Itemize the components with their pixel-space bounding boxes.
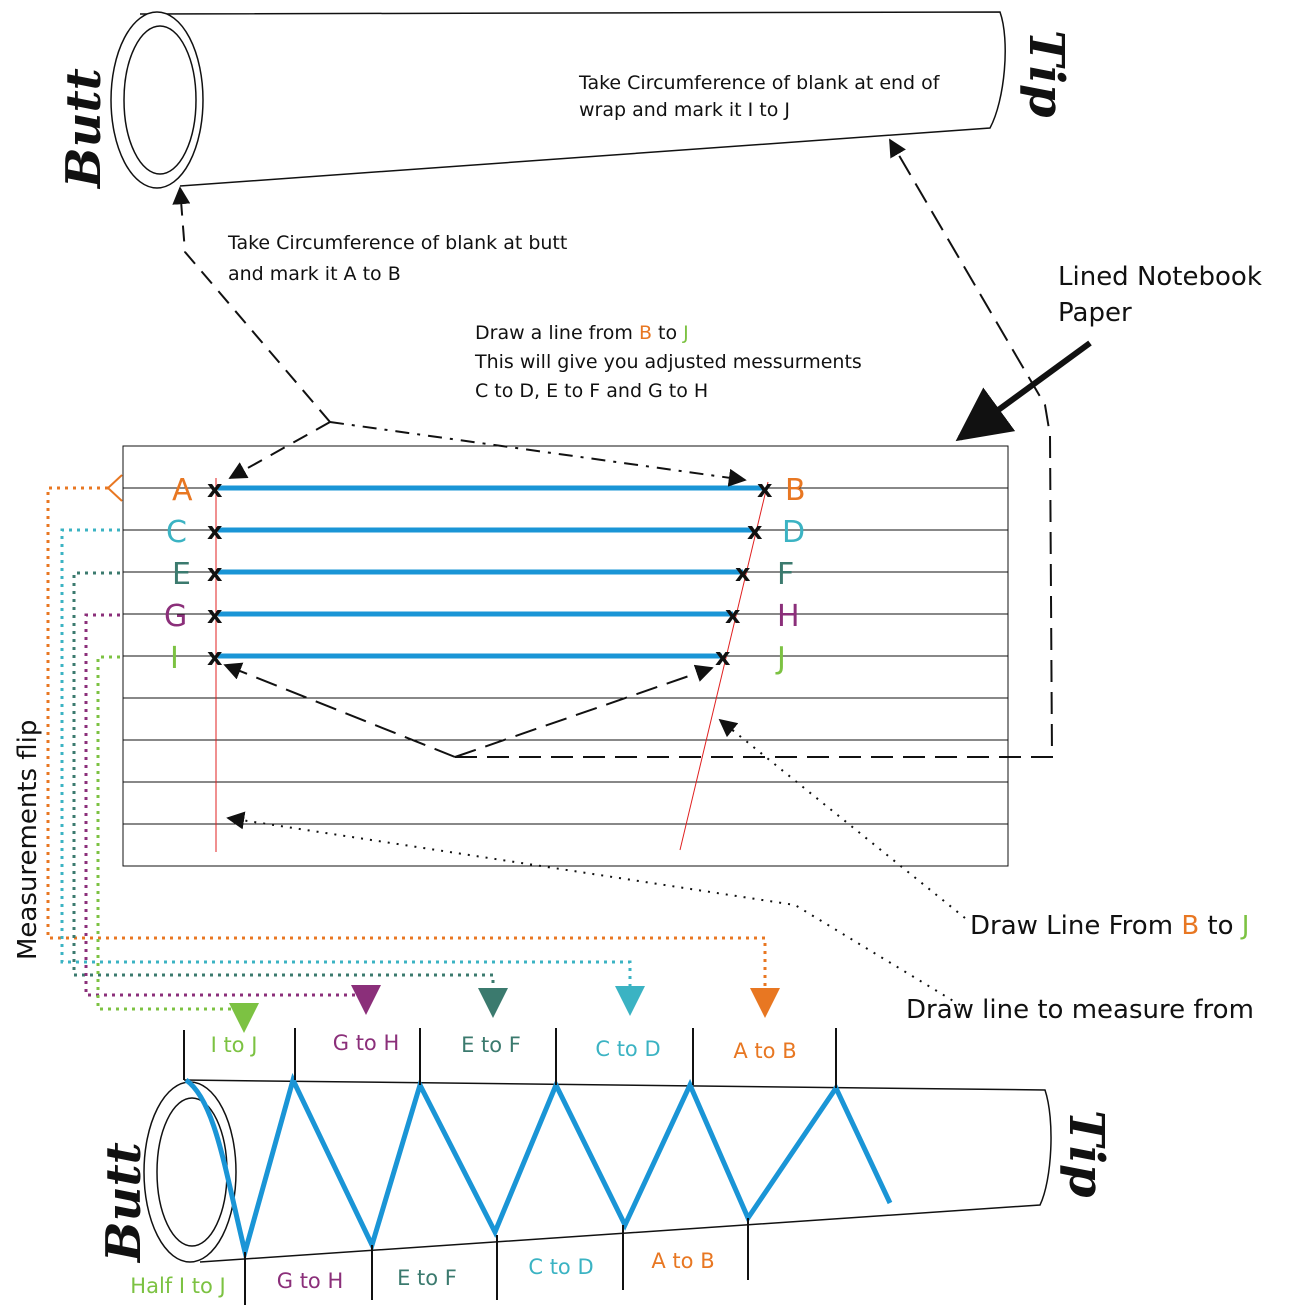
draw-note-line1: Draw a line from B to J — [475, 322, 689, 344]
x-mark-b: x — [757, 475, 773, 503]
row-letter-h: H — [777, 599, 800, 634]
row-letter-e: E — [172, 557, 191, 592]
top-label-a-b: A to B — [733, 1039, 796, 1063]
arrow-to-top-tip — [455, 138, 1054, 758]
arrow-bj-line — [718, 718, 966, 919]
row-letter-a: A — [172, 473, 193, 508]
arrow-to-a — [228, 421, 331, 479]
tip-note-line1: Take Circumference of blank at end of — [578, 72, 941, 94]
arrow-to-b — [329, 421, 747, 487]
top-label-e-f: E to F — [461, 1033, 521, 1057]
butt-note-line1: Take Circumference of blank at butt — [227, 232, 567, 254]
x-mark-c: x — [207, 517, 223, 545]
paper-pointer-arrow — [955, 340, 1092, 442]
top-blank — [110, 11, 1006, 189]
bottom-label-a-b: A to B — [651, 1249, 714, 1273]
paper-label-line2: Paper — [1058, 298, 1132, 328]
row-letter-i: I — [170, 641, 179, 676]
draw-line-measure-label: Draw line to measure from — [906, 995, 1254, 1025]
flip-line-c-d — [60, 528, 645, 1016]
x-mark-i: x — [207, 643, 223, 671]
bottom-label-half-i-j: Half I to J — [130, 1274, 225, 1298]
measurements-flip-label: Measurements flip — [13, 720, 43, 960]
top-label-i-j: I to J — [211, 1033, 258, 1057]
orange-bracket — [106, 474, 123, 502]
x-mark-j: x — [715, 643, 731, 671]
arrow-measure-line — [226, 811, 961, 1006]
bottom-label-c-d: C to D — [528, 1255, 593, 1279]
bj-red-line — [679, 481, 769, 851]
draw-line-bj-label: Draw Line From B to J — [970, 911, 1249, 941]
top-label-c-d: C to D — [595, 1037, 660, 1061]
flip-line-e-f — [72, 571, 508, 1018]
row-letter-b: B — [785, 473, 806, 508]
flip-line-a-b — [46, 486, 780, 1018]
row-letter-g: G — [164, 599, 187, 634]
x-mark-e: x — [207, 559, 223, 587]
row-letter-j: J — [775, 641, 786, 676]
bottom-label-g-h: G to H — [277, 1269, 344, 1293]
bottom-butt-label: Butt — [96, 1142, 152, 1264]
paper-label-line1: Lined Notebook — [1058, 262, 1262, 292]
arrow-to-j — [454, 664, 714, 758]
top-label-g-h: G to H — [333, 1031, 400, 1055]
x-mark-d: x — [747, 517, 763, 545]
top-tip-label: Tip — [1018, 30, 1074, 118]
tip-note-line2: wrap and mark it I to J — [579, 99, 790, 121]
x-mark-f: x — [735, 559, 751, 587]
draw-note-line3: C to D, E to F and G to H — [475, 380, 708, 402]
row-letter-c: C — [166, 515, 187, 550]
top-butt-label: Butt — [56, 68, 112, 190]
x-mark-h: x — [725, 601, 741, 629]
arrow-to-i — [223, 662, 456, 758]
x-mark-g: x — [207, 601, 223, 629]
bottom-ticks — [244, 1218, 749, 1305]
x-mark-a: x — [207, 475, 223, 503]
bottom-tip-label: Tip — [1058, 1110, 1114, 1198]
top-ticks — [183, 1028, 837, 1088]
row-letter-f: F — [777, 557, 794, 592]
butt-note-line2: and mark it A to B — [228, 263, 401, 285]
arrow-to-top-butt — [172, 186, 331, 423]
bottom-label-e-f: E to F — [397, 1266, 457, 1290]
draw-note-line2: This will give you adjusted messurments — [474, 351, 862, 373]
wrap-pattern — [184, 1072, 893, 1262]
row-letter-d: D — [782, 515, 805, 550]
